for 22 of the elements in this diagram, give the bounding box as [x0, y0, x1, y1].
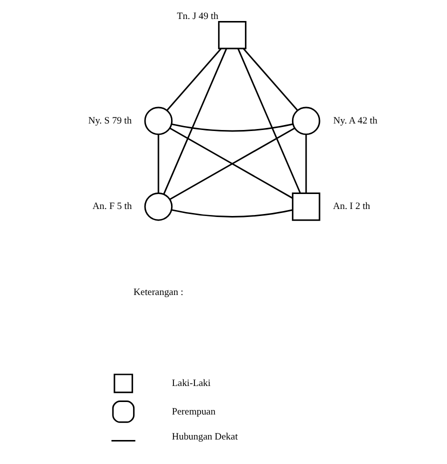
node-circle [144, 106, 173, 136]
legend-label: Laki-Laki [172, 378, 211, 389]
node-label: Ny. A 42 th [333, 115, 378, 126]
legend-label: Perempuan [172, 406, 216, 418]
node-label: An. I 2 th [333, 201, 370, 212]
connector [158, 134, 160, 193]
connector [305, 134, 307, 193]
node-circle [144, 192, 173, 221]
node-label: Ny. S 79 th [88, 115, 132, 126]
node-circle [292, 106, 320, 136]
connector [172, 123, 294, 132]
connector [237, 48, 301, 194]
connector [242, 48, 298, 111]
legend-label: Hubungan Dekat [172, 432, 238, 443]
node-box [218, 20, 246, 50]
connector [163, 48, 228, 194]
label: Keterangan : [134, 286, 184, 298]
node-label: Tn. J 49 th [176, 11, 218, 22]
node-box [292, 192, 320, 221]
connector [166, 48, 222, 111]
connector [172, 209, 293, 218]
node-label: An. F 5 th [92, 201, 132, 212]
